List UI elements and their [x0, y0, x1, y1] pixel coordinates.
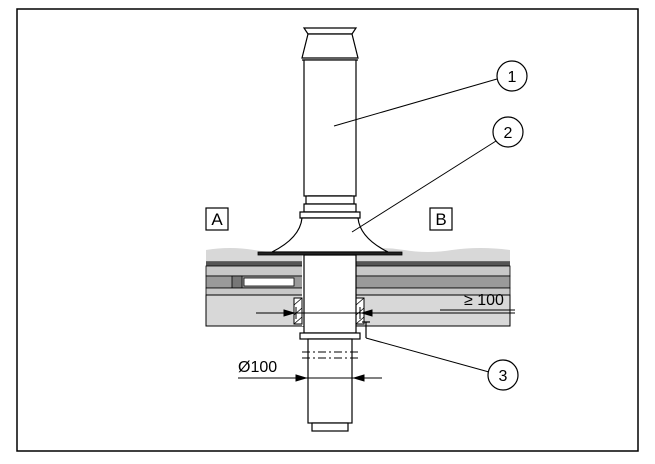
- callout-2-leader: [351, 140, 497, 233]
- lower-pipe-end: [311, 422, 349, 432]
- callout-3-leader: [365, 337, 490, 373]
- diameter-dimension: [238, 374, 382, 382]
- pipe-through-roof: [303, 254, 357, 334]
- terminal-cap: [301, 33, 359, 59]
- roof-deck: [205, 265, 511, 277]
- callout-1-number: 1: [508, 69, 517, 86]
- batten: [231, 275, 243, 289]
- callout-3-circle: [487, 359, 519, 391]
- callout-2-number: 2: [504, 125, 513, 142]
- flue-pipe: [257, 27, 403, 432]
- roof-membrane: [206, 262, 510, 266]
- clearance-dimension: [256, 307, 515, 319]
- callout-1-circle: [496, 60, 528, 92]
- zone-b-box: [429, 207, 453, 231]
- flashing-ring: [303, 203, 357, 213]
- callout-1-leader: [333, 78, 498, 127]
- upper-pipe: [303, 59, 357, 197]
- zone-a-label: A: [211, 210, 223, 229]
- terminal-cap-top: [302, 27, 358, 35]
- pipe-collar: [305, 195, 355, 205]
- diameter-label: Ø100: [238, 359, 277, 376]
- callout-2-circle: [492, 116, 524, 148]
- zone-a-box: [205, 207, 229, 231]
- support-ring: [299, 332, 361, 340]
- callout-3-number: 3: [499, 368, 508, 385]
- clearance-label: ≥ 100: [464, 292, 504, 309]
- roof-covering-left: [206, 248, 302, 262]
- zone-b-label: B: [435, 210, 446, 229]
- roof-covering-right: [356, 248, 510, 262]
